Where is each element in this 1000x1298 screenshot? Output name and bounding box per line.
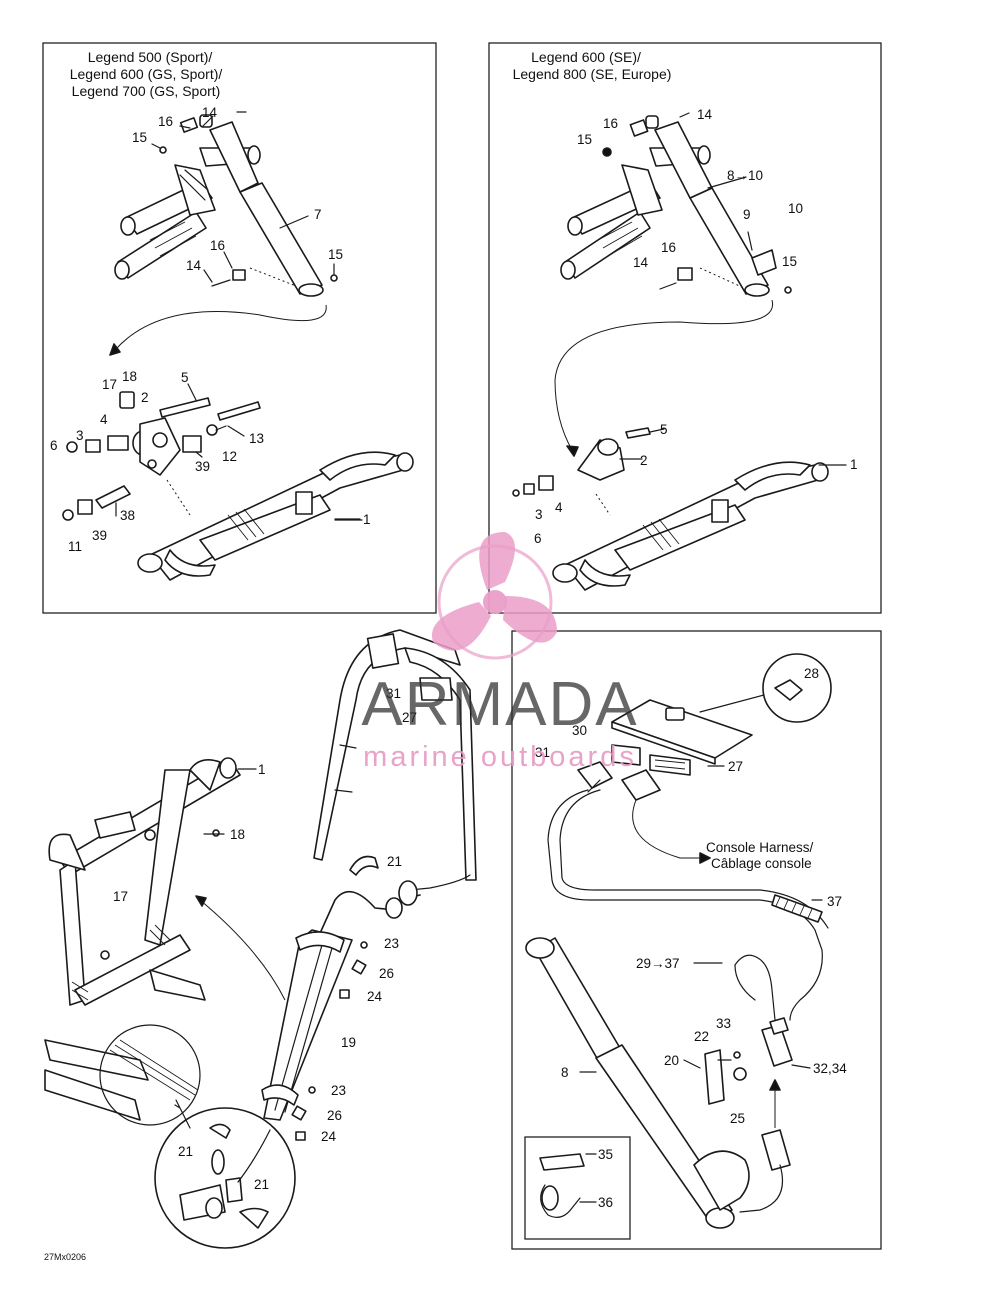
- callout-number: 6: [534, 531, 542, 546]
- callout-number: 21: [254, 1177, 269, 1192]
- leader-lines: [115, 111, 847, 1203]
- callout-number: 26: [327, 1108, 342, 1123]
- annotation-line: Console Harness/: [706, 840, 814, 855]
- callout-number: 18: [230, 827, 245, 842]
- callout-number: 24: [321, 1129, 337, 1144]
- callout-number: 16: [158, 114, 173, 129]
- callout-number: 10: [788, 201, 803, 216]
- callout-number: 15: [328, 247, 343, 262]
- callout-number: 31: [386, 686, 401, 701]
- callout-number: 23: [384, 936, 399, 951]
- callout-number: 35: [598, 1147, 613, 1162]
- callout-number: 33: [716, 1016, 731, 1031]
- callout-number: 11: [68, 539, 82, 554]
- callout-number: 20: [664, 1053, 679, 1068]
- callout-number: 9: [743, 207, 751, 222]
- callout-number: 27: [402, 710, 417, 725]
- inset-box: [524, 1136, 631, 1240]
- frame-bottom-right: [511, 630, 882, 1250]
- callouts-bottom-left: 31 27 1 18 17 21 23 26 24 19 23 26 24 21…: [113, 686, 417, 1192]
- callout-number: 26: [379, 966, 394, 981]
- callout-number: 4: [100, 412, 108, 427]
- callout-number: 16: [210, 238, 225, 253]
- callout-number: 4: [555, 500, 563, 515]
- callout-number: 13: [249, 431, 264, 446]
- callout-number: 14: [633, 255, 649, 270]
- callout-number: 16: [603, 116, 618, 131]
- callout-number: 24: [367, 989, 383, 1004]
- callout-number: 39: [92, 528, 107, 543]
- callout-number: 14: [202, 105, 218, 120]
- frame-top-right: [488, 42, 882, 614]
- callout-number: 32,34: [813, 1061, 847, 1076]
- bottom-left-illustration: [44, 629, 477, 1249]
- callout-number: 12: [222, 449, 237, 464]
- top-left-illustration: [62, 114, 414, 581]
- callout-number: 27: [728, 759, 743, 774]
- top-left-title: Legend 500 (Sport)/ Legend 600 (GS, Spor…: [70, 49, 223, 99]
- callout-number: 21: [387, 854, 402, 869]
- callout-number: 36: [598, 1195, 613, 1210]
- callout-number: 8: [561, 1065, 569, 1080]
- title-line: Legend 600 (GS, Sport)/: [70, 66, 223, 82]
- callout-number: 17: [102, 377, 117, 392]
- callout-number: 37: [827, 894, 842, 909]
- title-line: Legend 500 (Sport)/: [88, 49, 213, 65]
- title-line: Legend 800 (SE, Europe): [513, 66, 672, 82]
- callout-number: 5: [660, 422, 668, 437]
- callout-number: 22: [694, 1029, 709, 1044]
- figure-code: 27Mx0206: [44, 1252, 86, 1262]
- callout-number: 25: [730, 1111, 745, 1126]
- callout-number: 38: [120, 508, 135, 523]
- callout-number: 21: [178, 1144, 193, 1159]
- callout-number: 2: [141, 390, 149, 405]
- callout-number: 28: [804, 666, 819, 681]
- title-line: Legend 700 (GS, Sport): [72, 83, 221, 99]
- callout-number: 23: [331, 1083, 346, 1098]
- callout-number: 8→10: [727, 168, 763, 183]
- callout-number: 15: [132, 130, 147, 145]
- watermark: ARMADA marine outboards: [361, 532, 638, 773]
- callout-number: 1: [850, 457, 858, 472]
- callout-number: 7: [314, 207, 322, 222]
- bottom-right-illustration: [524, 653, 832, 1240]
- watermark-brand: ARMADA: [361, 670, 638, 739]
- callouts-top-left: 14 16 15 7 16 14 15 17 18 5 2 4 3 6 13 1…: [50, 105, 371, 554]
- callout-number: 1: [258, 762, 266, 777]
- callout-number: 19: [341, 1035, 356, 1050]
- callout-number: 16: [661, 240, 676, 255]
- console-harness-label: Console Harness/ Câblage console: [706, 840, 814, 871]
- callout-number: 6: [50, 438, 58, 453]
- watermark-subtitle: marine outboards: [363, 741, 637, 773]
- top-right-illustration: [512, 115, 829, 591]
- top-right-title: Legend 600 (SE)/ Legend 800 (SE, Europe): [513, 49, 672, 82]
- callout-number: 39: [195, 459, 210, 474]
- callout-number: 14: [697, 107, 713, 122]
- callout-number: 1: [363, 512, 371, 527]
- callout-number: 3: [535, 507, 543, 522]
- callout-number: 17: [113, 889, 128, 904]
- callout-number: 30: [572, 723, 587, 738]
- callouts-bottom-right: 28 30 31 27 37 29→37 33 22 20 25 32,34 8…: [535, 666, 847, 1210]
- callouts-top-right: 14 16 15 8→10 9 10 16 14 15 5 2 1 4 3 6: [534, 107, 858, 546]
- title-line: Legend 600 (SE)/: [531, 49, 641, 65]
- callout-number: 3: [76, 428, 84, 443]
- callout-number: 31: [535, 745, 550, 760]
- frame-top-left: [42, 42, 437, 614]
- callout-number: 15: [577, 132, 592, 147]
- callout-number: 29→37: [636, 956, 680, 971]
- callout-number: 2: [640, 453, 648, 468]
- propeller-icon: [431, 532, 557, 660]
- callout-number: 18: [122, 369, 137, 384]
- annotation-line: Câblage console: [711, 856, 812, 871]
- callout-number: 14: [186, 258, 202, 273]
- callout-number: 5: [181, 370, 189, 385]
- callout-number: 15: [782, 254, 797, 269]
